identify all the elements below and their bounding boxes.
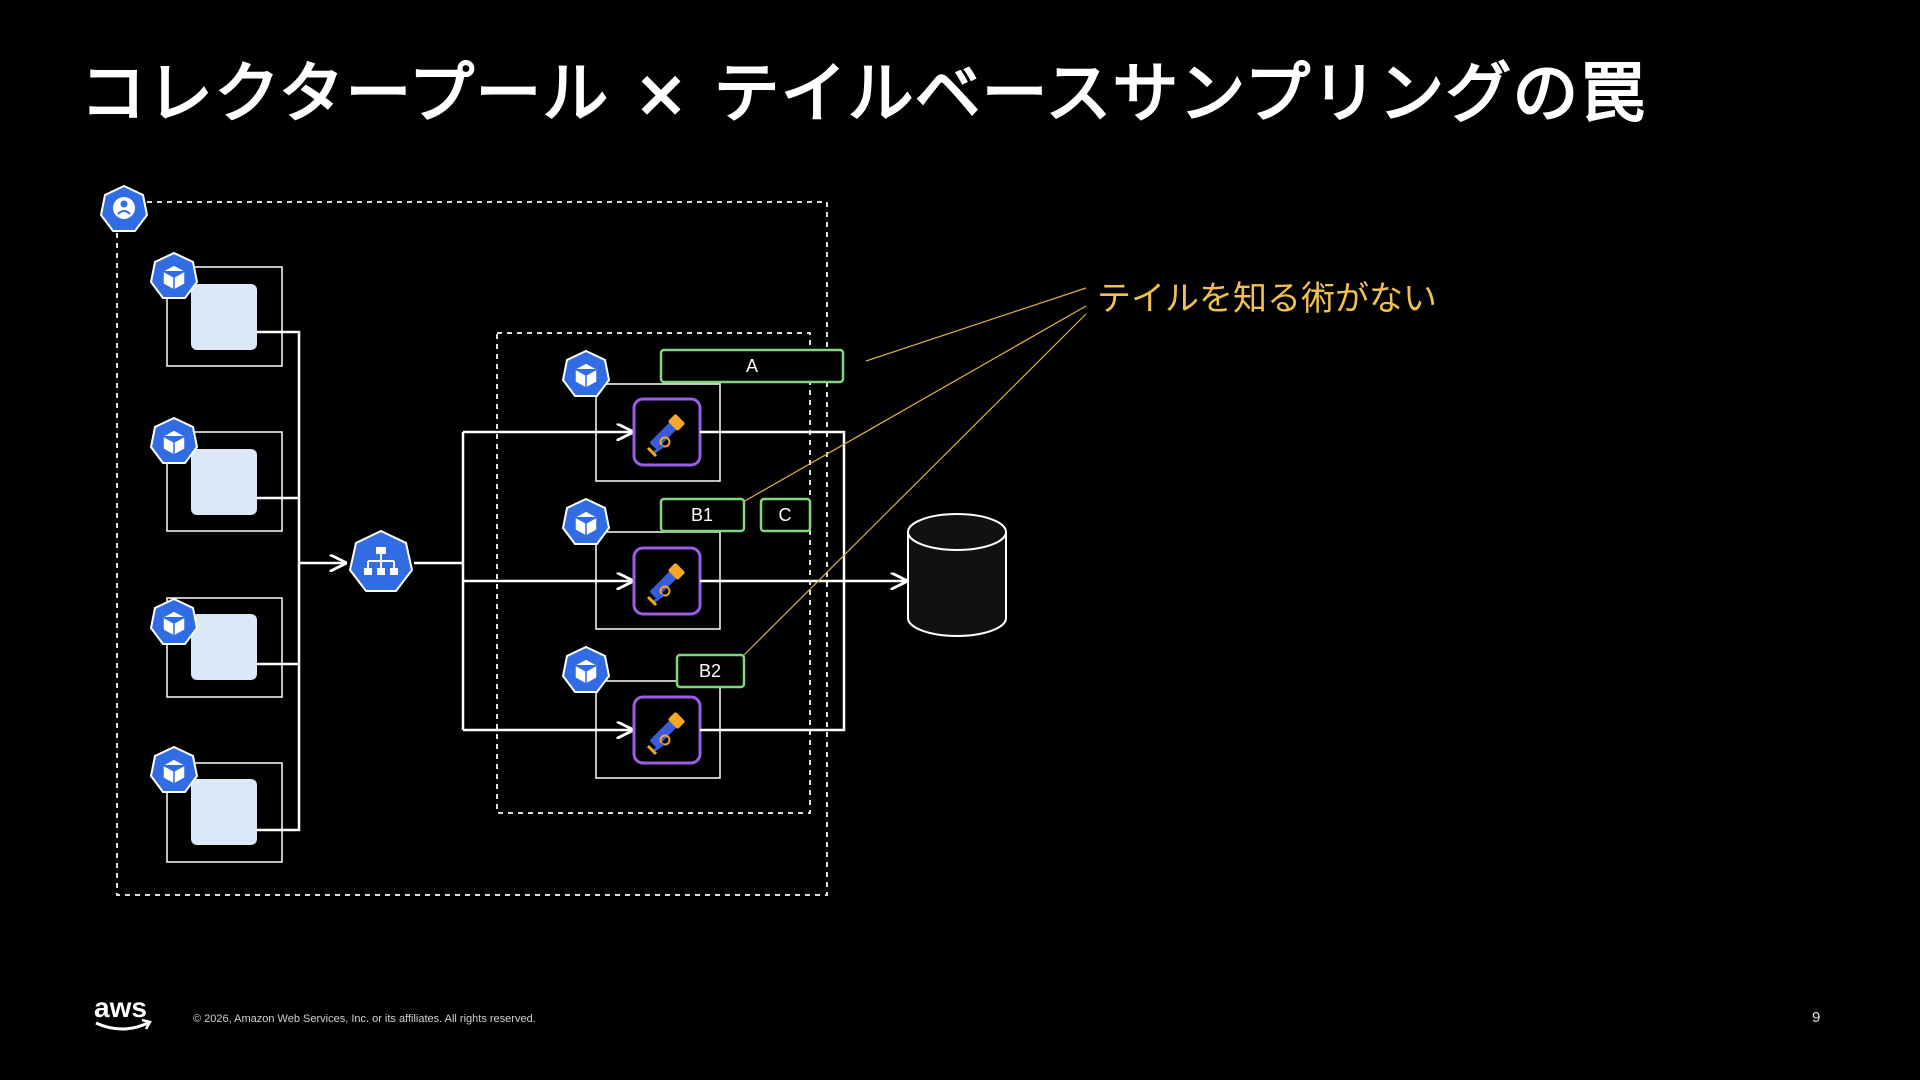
app-pod-2 (150, 417, 283, 532)
aws-logo-text: aws (94, 993, 147, 1023)
app-to-lb-connectors (257, 330, 345, 832)
span-tag-b1: B1 (659, 497, 746, 533)
app-pod-4 (150, 746, 283, 863)
span-tag-a-label: A (746, 356, 758, 376)
kubernetes-pod-icon (562, 646, 610, 693)
kubernetes-pod-icon (150, 252, 198, 299)
span-tag-c: C (759, 497, 812, 533)
span-tag-b2-label: B2 (699, 661, 721, 681)
kubernetes-pod-icon (562, 350, 610, 397)
span-tag-a: A (659, 348, 845, 384)
cluster-boundary (116, 201, 828, 896)
slide-title: コレクタープール × テイルベースサンプリングの罠 (80, 55, 1647, 132)
kubernetes-pod-icon (150, 598, 198, 645)
aws-logo: aws (92, 992, 156, 1039)
span-tag-c-label: C (779, 505, 792, 525)
collector-to-storage-connectors (700, 430, 906, 732)
callout-lines (742, 287, 1087, 657)
kubernetes-pod-icon (150, 417, 198, 464)
app-pod-3 (150, 597, 283, 698)
page-number: 9 (1812, 1009, 1821, 1026)
app-pod-1 (150, 252, 283, 367)
kubernetes-cluster-icon (99, 184, 149, 232)
collector-pool-boundary (496, 332, 811, 814)
span-tag-b1-label: B1 (691, 505, 713, 525)
database-cylinder-icon (907, 513, 1007, 637)
telescope-collector-icon (632, 397, 702, 467)
load-balancer-icon (348, 529, 414, 592)
lb-to-collector-connectors (414, 432, 632, 730)
kubernetes-pod-icon (562, 498, 610, 545)
kubernetes-pod-icon (150, 746, 198, 793)
callout-text: テイルを知る術がない (1097, 279, 1437, 319)
copyright-text: © 2026, Amazon Web Services, Inc. or its… (193, 1013, 536, 1025)
telescope-collector-icon (632, 695, 702, 765)
telescope-collector-icon (632, 546, 702, 616)
span-tag-b2: B2 (675, 653, 746, 689)
